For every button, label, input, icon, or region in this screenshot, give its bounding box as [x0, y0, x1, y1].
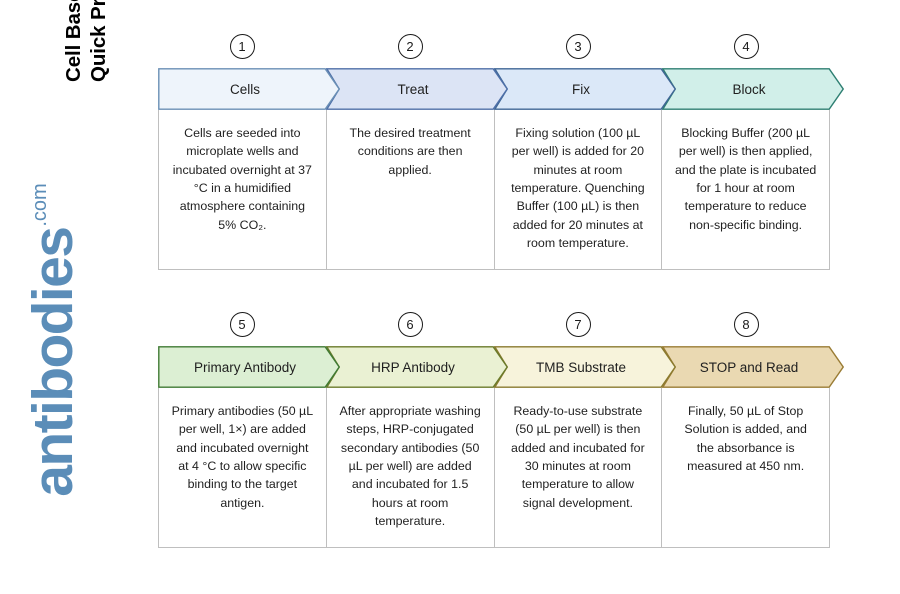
step-description-7: Ready-to-use substrate (50 µL per well) …: [495, 388, 663, 547]
step-number-8: 8: [733, 312, 759, 337]
step-chevron-7[interactable]: TMB Substrate: [494, 346, 676, 388]
step-chevron-label: TMB Substrate: [535, 359, 627, 375]
step-number-5: 5: [229, 312, 255, 337]
step-chevron-label: Cells: [229, 81, 260, 97]
step-number-7: 7: [565, 312, 591, 337]
step-description-text: After appropriate washing steps, HRP-con…: [339, 404, 481, 529]
protocol-row-1: 1 2 3 4 Cells Treat Fix Block Cells are seeded…: [158, 34, 844, 270]
step-chevron-label: Primary Antibody: [193, 359, 297, 375]
chevron-shape: [158, 346, 340, 388]
step-chevron-6[interactable]: HRP Antibody: [326, 346, 508, 388]
step-number-3: 3: [565, 34, 591, 59]
step-chevron-3[interactable]: Fix: [494, 68, 676, 110]
step-chevron-8[interactable]: STOP and Read: [662, 346, 844, 388]
step-description-1: Cells are seeded into microplate wells a…: [159, 110, 327, 269]
step-description-3: Fixing solution (100 µL per well) is add…: [495, 110, 663, 269]
step-description-text: Blocking Buffer (200 µL per well) is the…: [675, 126, 817, 232]
step-description-text: Ready-to-use substrate (50 µL per well) …: [511, 404, 645, 510]
step-numbers-row-2: 5 6 7 8: [158, 312, 830, 346]
step-description-text: Fixing solution (100 µL per well) is add…: [511, 126, 645, 251]
step-chevron-1[interactable]: Cells: [158, 68, 340, 110]
step-descriptions-row-2: Primary antibodies (50 µL per well, 1×) …: [158, 388, 830, 548]
step-description-text: The desired treatment conditions are the…: [349, 126, 471, 177]
brand-logo: antibodies .com: [21, 183, 135, 496]
step-chevrons-row-1: Cells Treat Fix Block: [158, 68, 844, 110]
step-description-text: Primary antibodies (50 µL per well, 1×) …: [171, 404, 314, 510]
step-description-5: Primary antibodies (50 µL per well, 1×) …: [159, 388, 327, 547]
step-description-2: The desired treatment conditions are the…: [327, 110, 495, 269]
step-numbers-row-1: 1 2 3 4: [158, 34, 830, 68]
protocol-row-2: 5 6 7 8 Primary Antibody HRP Antibody TMB Sub…: [158, 312, 844, 548]
step-description-text: Cells are seeded into microplate wells a…: [172, 126, 312, 232]
step-number-2: 2: [397, 34, 423, 59]
step-number-6: 6: [397, 312, 423, 337]
step-chevron-label: HRP Antibody: [371, 359, 455, 375]
step-description-6: After appropriate washing steps, HRP-con…: [327, 388, 495, 547]
step-chevron-label: Block: [732, 81, 766, 97]
brand-logo-suffix: .com: [29, 183, 51, 227]
step-chevron-label: STOP and Read: [699, 359, 799, 375]
step-number-4: 4: [733, 34, 759, 59]
chevron-shape: [158, 68, 340, 110]
step-description-8: Finally, 50 µL of Stop Solution is added…: [662, 388, 829, 547]
step-description-text: Finally, 50 µL of Stop Solution is added…: [684, 404, 807, 474]
step-description-4: Blocking Buffer (200 µL per well) is the…: [662, 110, 829, 269]
step-number-1: 1: [229, 34, 255, 59]
step-chevrons-row-2: Primary Antibody HRP Antibody TMB Substrat…: [158, 346, 844, 388]
step-chevron-label: Treat: [397, 81, 429, 97]
brand-logo-name: antibodies: [21, 227, 85, 497]
step-chevron-4[interactable]: Block: [662, 68, 844, 110]
page-title-text: Cell Based ELISA Kits Quick Protocol: [62, 0, 110, 82]
step-chevron-2[interactable]: Treat: [326, 68, 508, 110]
step-descriptions-row-1: Cells are seeded into microplate wells a…: [158, 110, 830, 270]
step-chevron-label: Fix: [572, 81, 590, 97]
page-title: Cell Based ELISA Kits Quick Protocol: [56, 0, 116, 82]
step-chevron-5[interactable]: Primary Antibody: [158, 346, 340, 388]
